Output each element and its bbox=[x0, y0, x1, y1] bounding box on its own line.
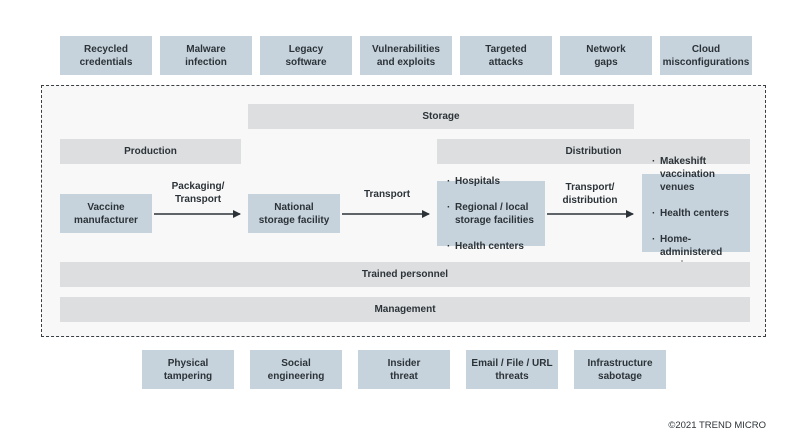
list-item-regional-storage: Regional / local storage facilities bbox=[447, 201, 534, 227]
list-item-health-centers: Health centers bbox=[447, 240, 534, 253]
bar-management: Management bbox=[60, 297, 750, 322]
stage-storage: Storage bbox=[248, 104, 634, 129]
threat-email-file-url: Email / File / URL threats bbox=[466, 350, 558, 389]
threat-cloud-misconfigurations: Cloud misconfigurations bbox=[660, 36, 752, 75]
flow-label-packaging: Packaging/ Transport bbox=[171, 181, 225, 205]
bar-trained-personnel: Trained personnel bbox=[60, 262, 750, 287]
node-national-storage: National storage facility bbox=[248, 194, 340, 233]
threat-infrastructure-sabotage: Infrastructure sabotage bbox=[574, 350, 666, 389]
node-distribution-points: Hospitals Regional / local storage facil… bbox=[437, 175, 545, 253]
threat-vulnerabilities-exploits: Vulnerabilities and exploits bbox=[360, 36, 452, 75]
threat-network-gaps: Network gaps bbox=[560, 36, 652, 75]
threat-insider-threat: Insider threat bbox=[358, 350, 450, 389]
copyright-notice: ©2021 TREND MICRO bbox=[668, 420, 766, 431]
threat-physical-tampering: Physical tampering bbox=[142, 350, 234, 389]
threat-targeted-attacks: Targeted attacks bbox=[460, 36, 552, 75]
threat-malware-infection: Malware infection bbox=[160, 36, 252, 75]
threat-social-engineering: Social engineering bbox=[250, 350, 342, 389]
flow-label-transport: Transport bbox=[363, 189, 411, 200]
list-item-hospitals: Hospitals bbox=[447, 175, 534, 188]
node-vaccine-manufacturer: Vaccine manufacturer bbox=[60, 194, 152, 233]
list-item-health-centers: Health centers bbox=[652, 207, 740, 220]
threat-recycled-credentials: Recycled credentials bbox=[60, 36, 152, 75]
flow-label-transport-distribution: Transport/ distribution bbox=[562, 182, 618, 206]
stage-production: Production bbox=[60, 139, 241, 164]
list-item-makeshift-venues: Makeshift vaccination venues bbox=[652, 155, 740, 194]
threat-legacy-software: Legacy software bbox=[260, 36, 352, 75]
